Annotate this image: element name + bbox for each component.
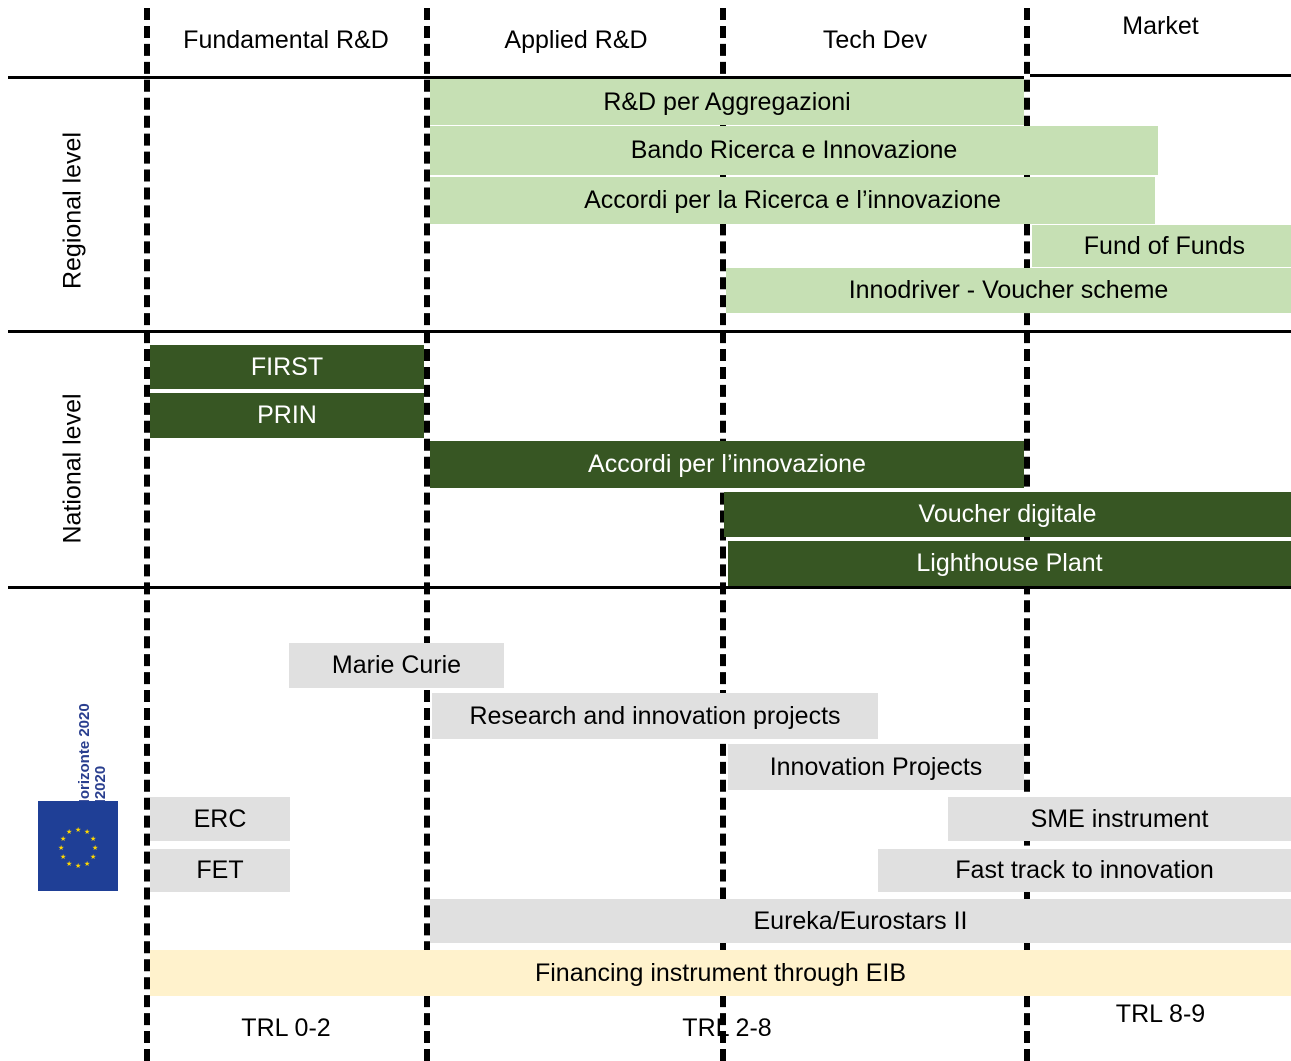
section-divider xyxy=(8,586,1291,589)
bar-fet: FET xyxy=(150,849,290,892)
bar-fund-of-funds: Fund of Funds xyxy=(1032,225,1291,267)
bar-accordi-innovazione: Accordi per l’innovazione xyxy=(430,441,1024,488)
bar-innovation-projects: Innovation Projects xyxy=(728,744,1024,790)
logo-line-horizonte: Horizonte 2020 xyxy=(76,703,93,810)
bar-accordi-ricerca: Accordi per la Ricerca e l’innovazione xyxy=(430,177,1155,224)
bar-prin: PRIN xyxy=(150,393,424,438)
bar-bando-ricerca: Bando Ricerca e Innovazione xyxy=(430,126,1158,175)
bar-rd-aggregazioni: R&D per Aggregazioni xyxy=(430,79,1024,125)
bar-marie-curie: Marie Curie xyxy=(289,643,504,688)
column-header-applied: Applied R&D xyxy=(504,26,648,54)
column-divider xyxy=(424,8,430,1061)
bar-eureka-eurostars: Eureka/Eurostars II xyxy=(430,899,1291,943)
regional-level-label: Regional level xyxy=(58,131,87,290)
bar-first: FIRST xyxy=(150,345,424,389)
section-divider xyxy=(8,330,1291,333)
bar-eib-financing: Financing instrument through EIB xyxy=(150,950,1291,996)
bar-lighthouse-plant: Lighthouse Plant xyxy=(728,541,1291,586)
horizonte-2020-text: Horizonte 2020 H2020 xyxy=(76,660,109,810)
bar-innodriver: Innodriver - Voucher scheme xyxy=(726,268,1291,313)
bar-sme-instrument: SME instrument xyxy=(948,797,1291,841)
bar-erc: ERC xyxy=(150,797,290,841)
column-divider xyxy=(720,8,726,1061)
column-header-fundamental: Fundamental R&D xyxy=(183,26,389,54)
eu-flag-icon: ★ ★ ★ ★ ★ ★ ★ ★ ★ ★ ★ ★ xyxy=(38,801,118,891)
national-level-label: National level xyxy=(58,393,87,544)
bar-research-innovation-projects: Research and innovation projects xyxy=(432,693,878,739)
header-divider xyxy=(8,76,1024,79)
trl-label-8-9: TRL 8-9 xyxy=(1115,1000,1206,1028)
header-divider xyxy=(1030,74,1291,77)
column-divider xyxy=(144,8,150,1061)
bar-voucher-digitale: Voucher digitale xyxy=(724,492,1291,537)
bar-fast-track: Fast track to innovation xyxy=(878,849,1291,892)
trl-label-0-2: TRL 0-2 xyxy=(241,1014,331,1042)
column-header-market: Market xyxy=(1122,12,1199,40)
trl-label-2-8: TRL 2-8 xyxy=(682,1014,772,1042)
column-header-tech-dev: Tech Dev xyxy=(822,26,928,54)
